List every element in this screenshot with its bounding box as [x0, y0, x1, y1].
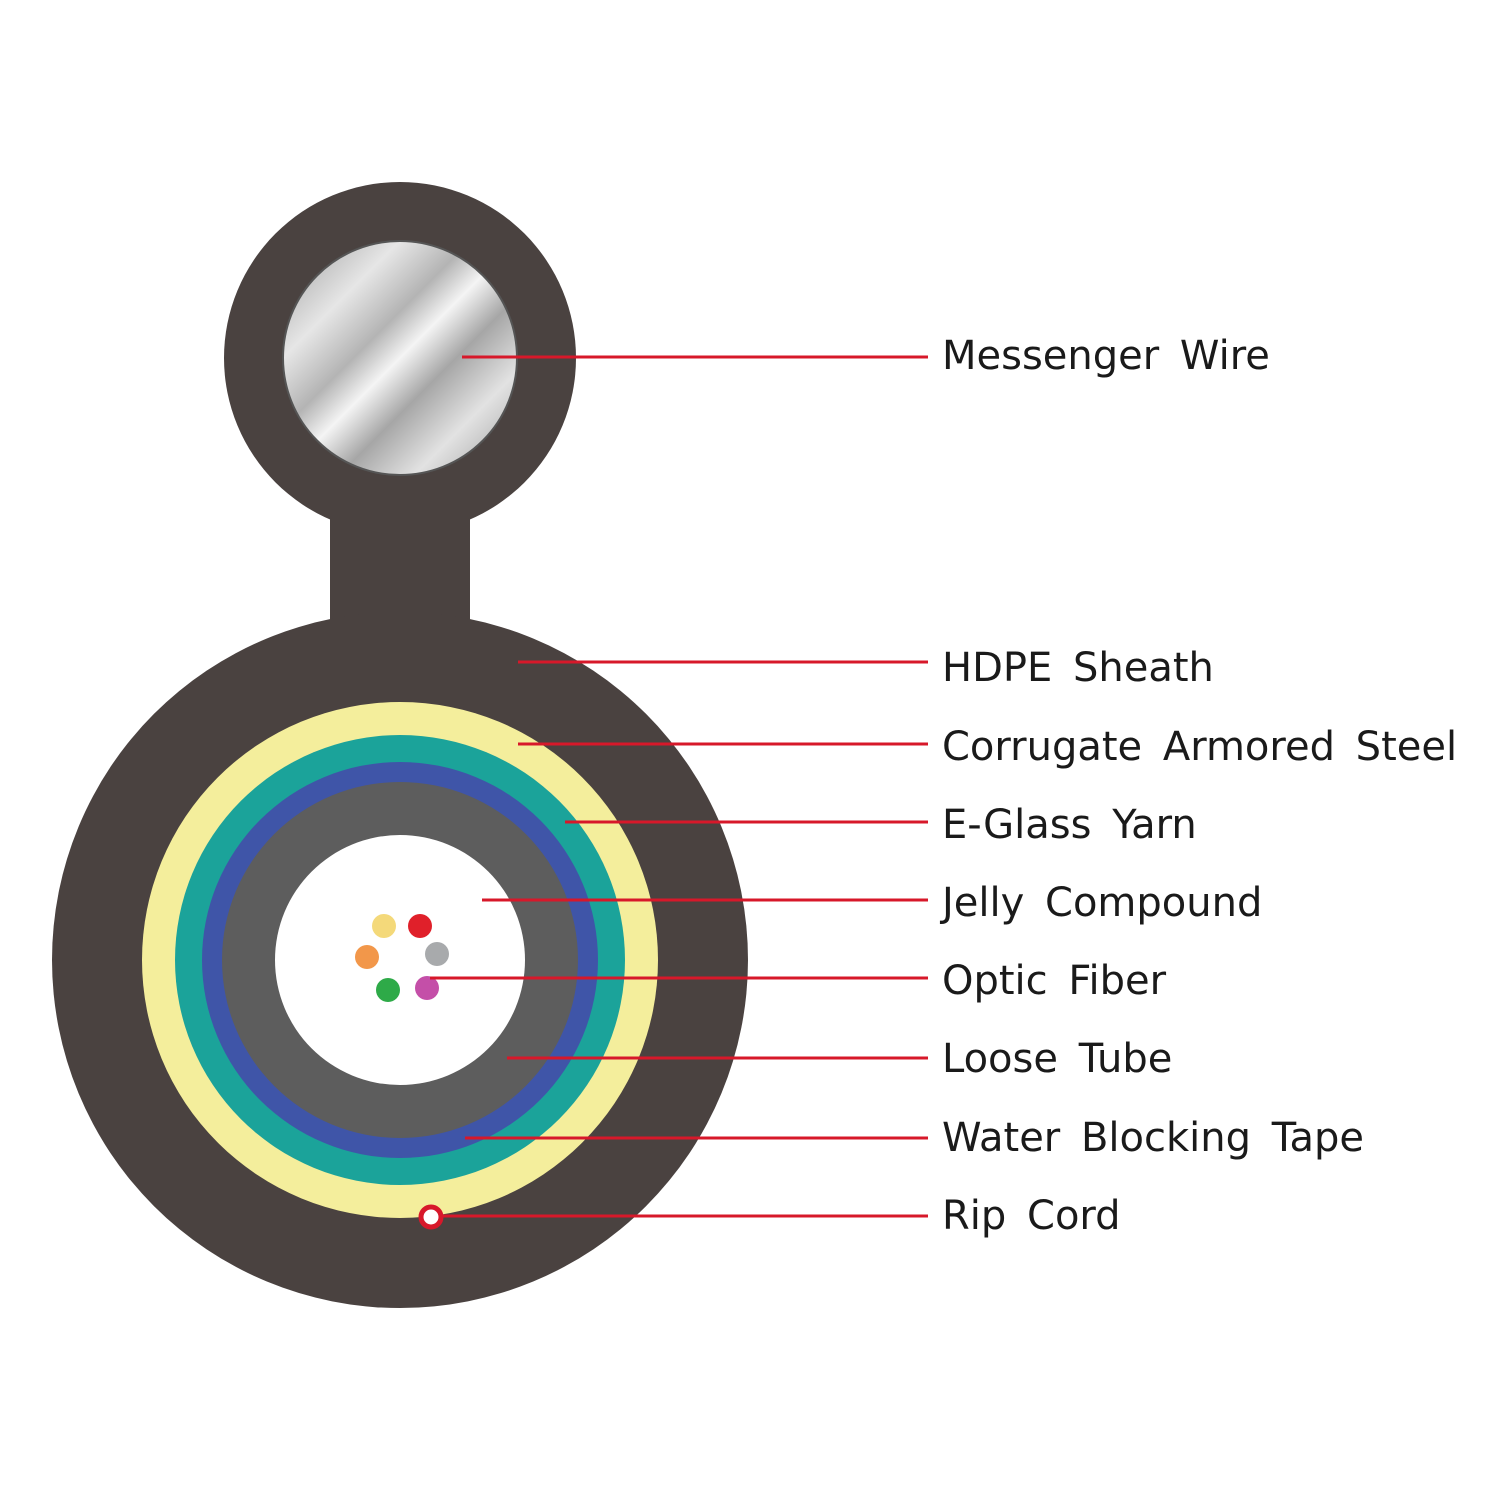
fiber-green [376, 978, 400, 1002]
fiber-orange [355, 945, 379, 969]
label-loose-tube: Loose Tube [942, 1036, 1172, 1082]
label-e-glass-yarn: E-Glass Yarn [942, 802, 1197, 848]
label-messenger-wire: Messenger Wire [942, 333, 1270, 379]
fiber-gray [425, 942, 449, 966]
rip-cord-marker [418, 1204, 444, 1230]
label-optic-fiber: Optic Fiber [942, 958, 1167, 1004]
fiber-red [408, 914, 432, 938]
label-hdpe-sheath: HDPE Sheath [942, 645, 1214, 691]
jelly-compound-core [275, 835, 525, 1085]
label-corrugate-armored-steel: Corrugate Armored Steel [942, 724, 1457, 770]
optic-fiber-group [355, 914, 449, 1002]
label-water-blocking-tape: Water Blocking Tape [942, 1115, 1364, 1161]
fiber-yellow [372, 914, 396, 938]
label-rip-cord: Rip Cord [942, 1193, 1121, 1239]
fiber-violet [415, 976, 439, 1000]
label-jelly-compound: Jelly Compound [939, 880, 1262, 926]
